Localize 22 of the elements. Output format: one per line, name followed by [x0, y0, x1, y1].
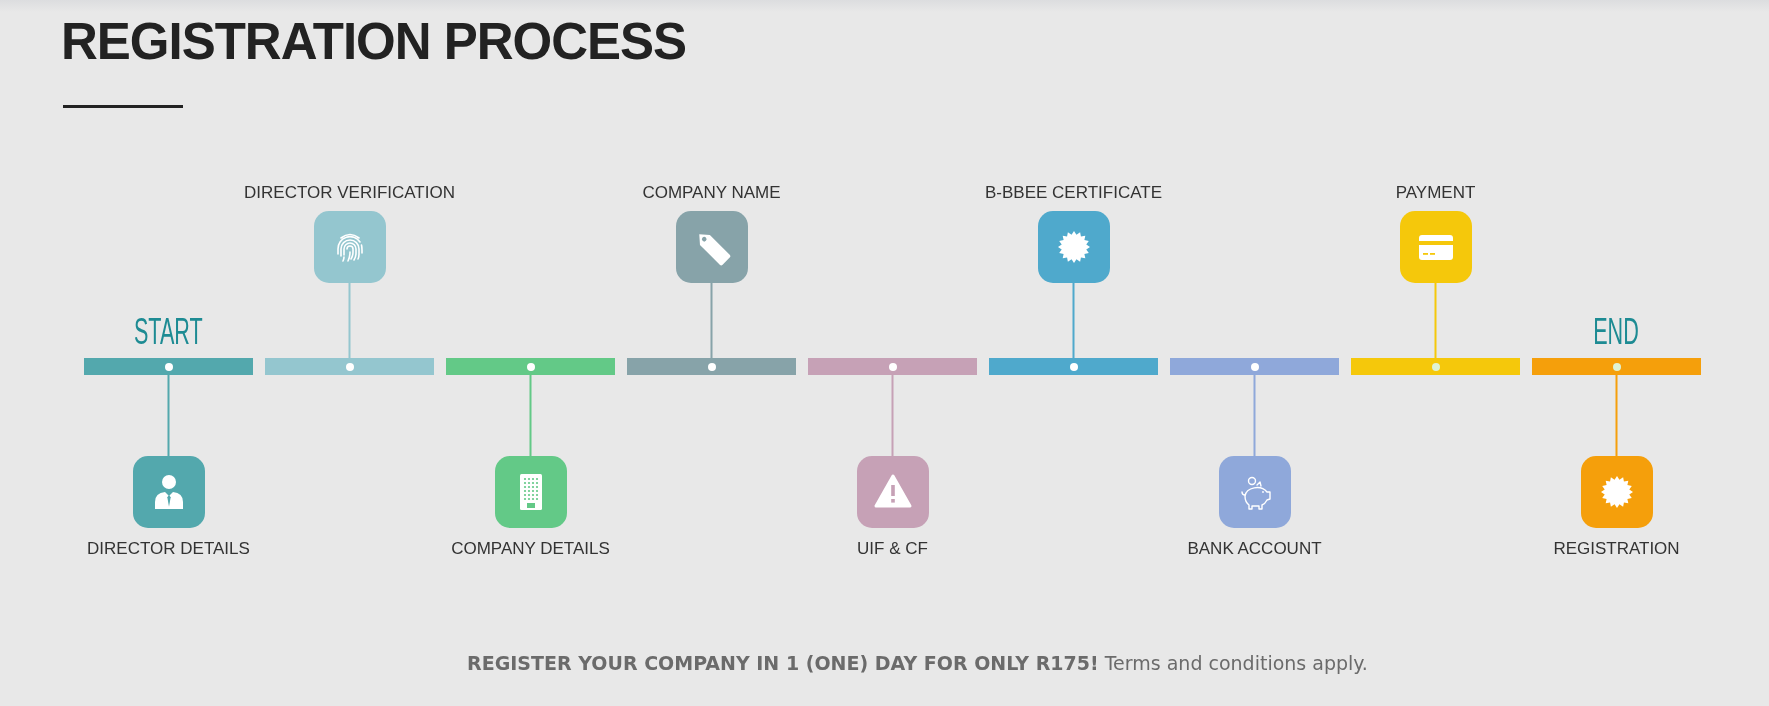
timeline-label: END [1593, 314, 1640, 350]
connector-line [348, 282, 351, 359]
connector-line [1434, 282, 1437, 359]
page-title: REGISTRATION PROCESS [61, 16, 687, 67]
connector-line [1072, 282, 1075, 359]
connector-line [1615, 374, 1618, 457]
step-label: DIRECTOR DETAILS [87, 539, 250, 558]
step-label: REGISTRATION [1553, 539, 1680, 558]
connector-line [710, 282, 713, 359]
connector-line [1253, 374, 1256, 457]
connector-line [167, 374, 170, 457]
step-label: BANK ACCOUNT [1187, 539, 1322, 558]
step-label: PAYMENT [1395, 183, 1476, 202]
step-label: DIRECTOR VERIFICATION [244, 183, 455, 202]
step-label: COMPANY DETAILS [451, 539, 610, 558]
step-label: COMPANY NAME [642, 183, 781, 202]
footer-note: REGISTER YOUR COMPANY IN 1 (ONE) DAY FOR ONLY R175! Terms and conditions apply. [467, 652, 1368, 674]
step-label: UIF & CF [857, 539, 928, 558]
connector-line [529, 374, 532, 457]
step-label: B-BBEE CERTIFICATE [985, 183, 1162, 202]
timeline-label: START [134, 314, 203, 350]
connector-line [891, 374, 894, 457]
